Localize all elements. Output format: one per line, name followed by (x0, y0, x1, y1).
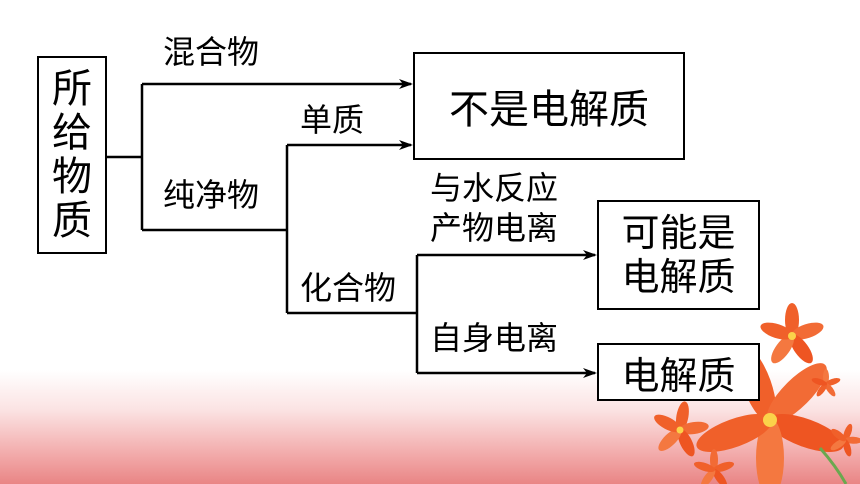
maybe-electrolyte-box: 可能是电解质 (597, 200, 760, 310)
not-electrolyte-box: 不是电解质 (413, 52, 685, 160)
not-electrolyte-label: 不是电解质 (449, 87, 649, 133)
self-ionization-label: 自身电离 (430, 319, 559, 357)
electrolyte-label: 电解质 (621, 353, 736, 398)
mixture-label: 混合物 (163, 33, 260, 71)
simple-substance-label: 单质 (300, 101, 365, 139)
electrolyte-box: 电解质 (597, 343, 760, 401)
react-with-water-label: 与水反应 产物电离 (430, 168, 558, 248)
maybe-electrolyte-label: 可能是电解质 (621, 211, 736, 299)
react-with-water-line1: 与水反应 (430, 169, 559, 207)
react-with-water-line2: 产物电离 (430, 209, 559, 247)
pure-substance-label: 纯净物 (163, 176, 260, 214)
compound-label: 化合物 (300, 269, 397, 307)
source-substance-label: 所给物质 (52, 66, 92, 244)
source-substance-box: 所给物质 (37, 56, 107, 254)
